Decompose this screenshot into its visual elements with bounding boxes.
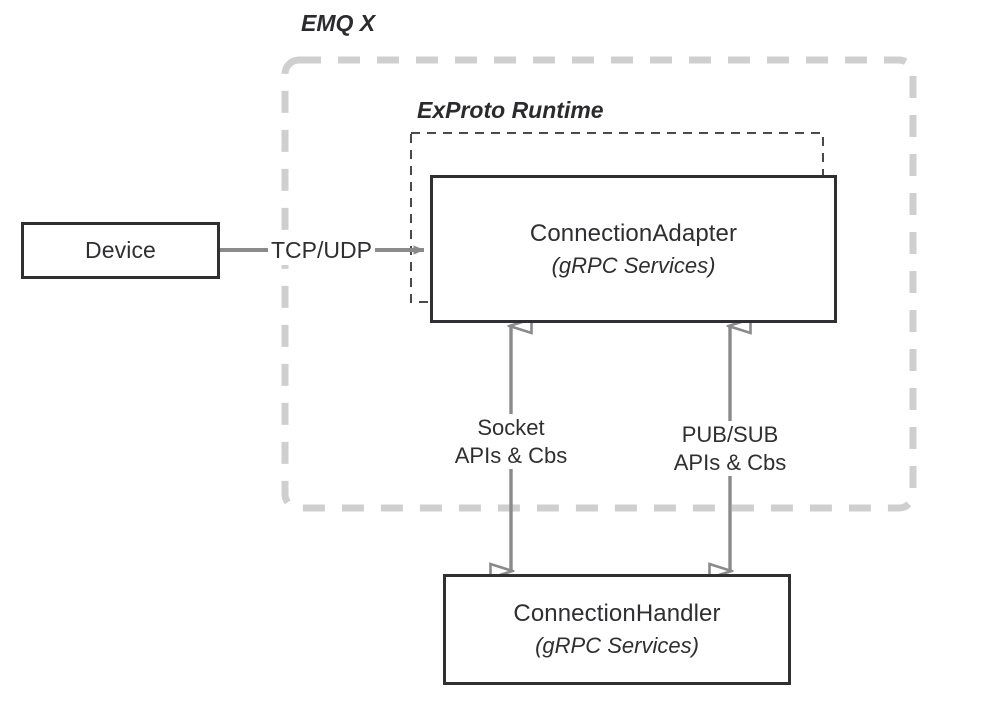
emqx-group-boundary [281, 56, 917, 512]
node-connection-adapter[interactable]: ConnectionAdapter (gRPC Services) [430, 175, 837, 323]
exproto-group-label: ExProto Runtime [417, 97, 604, 123]
emqx-group-label: EMQ X [301, 10, 376, 36]
edge-label-socket-line2: APIs & Cbs [454, 442, 568, 468]
edge-label-socket: Socket APIs & Cbs [446, 414, 576, 470]
node-connection-handler-label: ConnectionHandler [513, 600, 721, 628]
node-connection-handler[interactable]: ConnectionHandler (gRPC Services) [443, 574, 791, 685]
edge-label-pubsub-line2: APIs & Cbs [673, 449, 787, 475]
edge-label-pubsub: PUB/SUB APIs & Cbs [663, 421, 797, 477]
node-device-label: Device [85, 237, 156, 264]
node-connection-adapter-label: ConnectionAdapter [529, 219, 738, 247]
edge-label-socket-line1: Socket [477, 415, 545, 440]
edge-label-tcp-udp: TCP/UDP [268, 236, 375, 265]
node-connection-handler-sublabel: (gRPC Services) [535, 633, 699, 659]
node-connection-adapter-sublabel: (gRPC Services) [551, 252, 716, 278]
edge-label-pubsub-line1: PUB/SUB [681, 422, 779, 447]
node-device[interactable]: Device [21, 222, 220, 279]
